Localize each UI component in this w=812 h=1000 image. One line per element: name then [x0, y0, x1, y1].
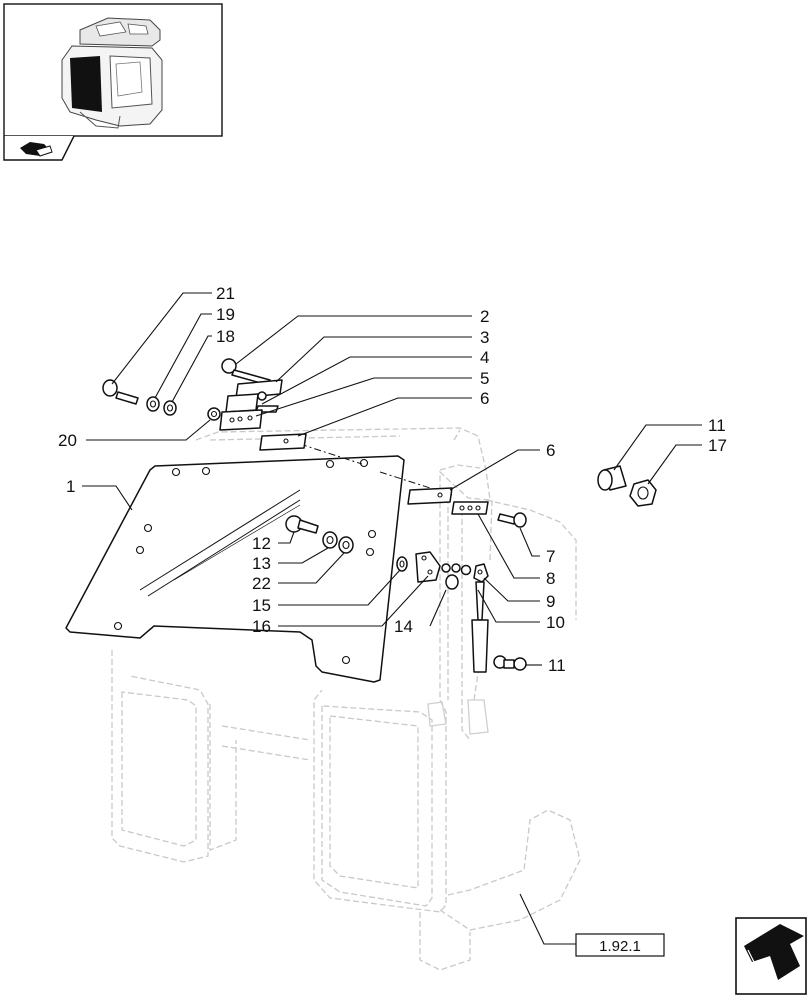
- hinge-plate-4: [225, 393, 279, 413]
- hinge-5: [219, 409, 263, 431]
- washer-18: [163, 400, 177, 416]
- glass-hole: [171, 467, 181, 477]
- callout-13: 13: [252, 554, 271, 573]
- callout-3: 3: [480, 328, 489, 347]
- tractor-cab-thumbnail-icon: [61, 17, 163, 129]
- callout-9: 9: [546, 592, 555, 611]
- callout-1: 1: [66, 477, 75, 496]
- callout-12: 12: [252, 534, 271, 553]
- gas-strut-10: [471, 581, 489, 673]
- callout-4: 4: [480, 348, 489, 367]
- plate-8: [451, 501, 489, 515]
- callout-8: 8: [546, 569, 555, 588]
- callout-15: 15: [252, 596, 271, 615]
- rear-window-glass: [65, 455, 405, 683]
- callout-22: 22: [252, 574, 271, 593]
- washer-20: [207, 407, 221, 421]
- callout-17: 17: [708, 436, 727, 455]
- washer-13: [322, 531, 338, 549]
- callout-11-bottom: 11: [548, 656, 566, 675]
- screw-7: [497, 512, 527, 528]
- callout-16: 16: [252, 617, 271, 636]
- glass-hole: [113, 621, 123, 631]
- glass-hole: [365, 547, 375, 557]
- callout-21: 21: [216, 284, 235, 303]
- callout-labels: 21 19 18 2 3 4 5 6 20 1 6 11 17 7 8 9 10…: [58, 284, 727, 675]
- washer-19: [146, 396, 160, 412]
- glass-hole: [341, 655, 351, 665]
- reference-box[interactable]: 1.92.1: [575, 933, 665, 957]
- callout-6-upper: 6: [480, 389, 489, 408]
- bracket-6-lower: [407, 487, 453, 505]
- glass-hole: [135, 545, 145, 555]
- bracket-16: [415, 551, 441, 583]
- callout-5: 5: [480, 369, 489, 388]
- glass-hole: [201, 466, 211, 476]
- glass-hole: [367, 529, 377, 539]
- glass-hole: [359, 458, 369, 468]
- callout-18: 18: [216, 327, 235, 346]
- callout-14: 14: [394, 617, 413, 636]
- ball-stud: [441, 563, 472, 576]
- nut-17: [629, 479, 657, 507]
- book-icon[interactable]: [20, 142, 53, 157]
- nut-14: [445, 574, 459, 590]
- callout-7: 7: [546, 547, 555, 566]
- callout-20: 20: [58, 431, 77, 450]
- callout-6-lower: 6: [546, 441, 555, 460]
- leader-lines: [82, 292, 702, 945]
- bolt-21: [102, 379, 139, 405]
- glass-hole: [325, 459, 335, 469]
- callout-11-top: 11: [708, 416, 726, 435]
- washer-15: [396, 556, 408, 572]
- bracket-6-upper: [259, 433, 307, 451]
- spacer-11: [597, 465, 627, 491]
- next-page-arrow-icon[interactable]: [735, 917, 807, 995]
- callout-2: 2: [480, 307, 489, 326]
- reference-label: 1.92.1: [599, 938, 641, 955]
- callout-10: 10: [546, 613, 565, 632]
- washer-22: [338, 536, 354, 554]
- glass-hole: [143, 523, 153, 533]
- end-fitting-11: [493, 655, 527, 671]
- callout-19: 19: [216, 305, 235, 324]
